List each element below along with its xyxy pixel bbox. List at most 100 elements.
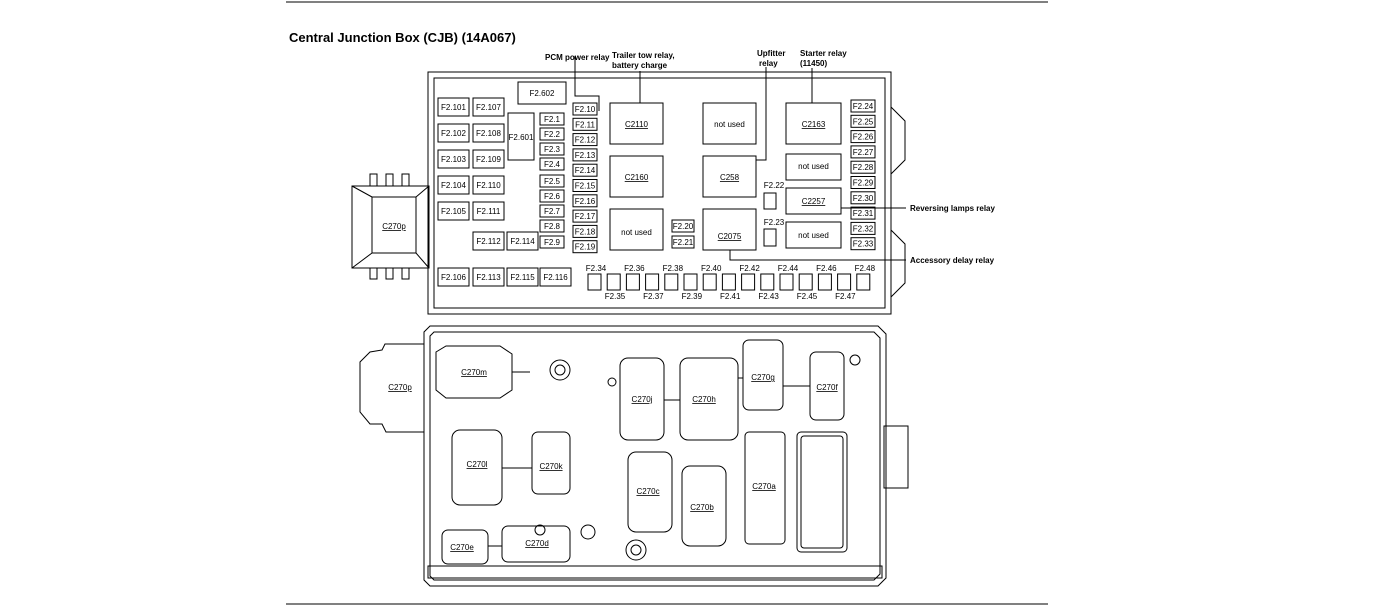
relay-not-used-2 — [702, 102, 757, 145]
fuse-bottom-6-box — [702, 273, 717, 291]
label-pcm-power-relay: PCM power relay — [545, 53, 610, 62]
fuse-small1-2-label: F2.3 — [544, 145, 561, 154]
connector-c270e — [441, 529, 489, 565]
fuse-small1-0-box — [539, 112, 565, 126]
fuse-small2-2-label: F2.12 — [575, 136, 596, 145]
label-c270p-bottom: C270p — [388, 383, 412, 392]
label-f2-109: F2.109 — [476, 155, 501, 164]
fuse-small2-4-label: F2.14 — [575, 166, 596, 175]
fuse-f2-107 — [472, 97, 505, 117]
label-c2075: C2075 — [718, 232, 742, 241]
fuse-bottom-5-box — [683, 273, 698, 291]
fuse-bottom-10-box — [779, 273, 794, 291]
fuse-small2-7-box — [572, 209, 598, 223]
label-c270j: C270j — [632, 395, 653, 404]
right-fuse-column: F2.24F2.25F2.26F2.27F2.28F2.29F2.30F2.31… — [850, 99, 876, 251]
fuse-bottom-12-box — [817, 273, 832, 291]
label-f2-105: F2.105 — [441, 207, 466, 216]
label-f2-101: F2.101 — [441, 103, 466, 112]
fuse-bottom-9-box — [760, 273, 775, 291]
fuse-small1-4-label: F2.5 — [544, 177, 561, 186]
label-f2-601: F2.601 — [509, 133, 534, 142]
fuse-f2-102 — [437, 123, 470, 143]
fuse-small2-4-box — [572, 163, 598, 177]
fuse-small2-3-label: F2.13 — [575, 151, 596, 160]
label-not-used-1: not used — [621, 228, 652, 237]
label-bottom-top-3: F2.40 — [701, 264, 722, 273]
label-bottom-bot-4: F2.43 — [758, 292, 779, 301]
label-f2-20: F2.20 — [673, 222, 694, 231]
fuse-right-1-label: F2.25 — [853, 117, 874, 126]
empty-slot — [796, 431, 848, 553]
leader-upfitter — [756, 67, 767, 161]
fuse-small2-1-box — [572, 117, 598, 131]
panel-outer — [427, 71, 892, 315]
label-f2-111: F2.111 — [477, 207, 501, 216]
fuse-small2-2-box — [572, 133, 598, 147]
relay-c2075 — [702, 208, 757, 251]
top-labels: PCM power relay Trailer tow relay, batte… — [382, 49, 995, 282]
small-hole-4 — [580, 524, 596, 540]
label-c270f: C270f — [816, 383, 838, 392]
fuse-f2-23 — [763, 228, 777, 247]
fuse-small1-5-box — [539, 189, 565, 203]
relay-not-used-3 — [785, 153, 842, 181]
fuse-small1-6-label: F2.7 — [544, 207, 561, 216]
label-f2-112: F2.112 — [476, 237, 501, 246]
label-upfitter-1: Upfitter — [757, 49, 785, 58]
fuse-bottom-8-box — [741, 273, 756, 291]
fuse-right-4-box — [850, 160, 876, 174]
label-c270p-top: C270p — [382, 222, 406, 231]
page-title: Central Junction Box (CJB) (14A067) — [289, 30, 516, 45]
fuse-small1-8-label: F2.9 — [544, 238, 561, 247]
fuse-f2-110 — [472, 175, 505, 195]
fuse-f2-21 — [671, 235, 695, 249]
fuse-small1-4-box — [539, 174, 565, 188]
label-c270e: C270e — [450, 543, 474, 552]
fuse-small2-7-label: F2.17 — [575, 212, 596, 221]
fuse-small1-2-box — [539, 142, 565, 156]
relay-c2257 — [785, 187, 842, 215]
top-fuse-panel — [351, 56, 906, 315]
right-tab-lower — [890, 229, 906, 298]
label-f2-110: F2.110 — [476, 181, 501, 190]
right-tab — [883, 425, 909, 489]
fuse-f2-116 — [539, 267, 572, 287]
fuse-small2-8-box — [572, 224, 598, 238]
label-c270a: C270a — [752, 482, 776, 491]
fuse-f2-115 — [506, 267, 539, 287]
label-bottom-bot-5: F2.45 — [797, 292, 818, 301]
leader-pcm — [574, 56, 600, 111]
fuse-right-9-label: F2.33 — [853, 240, 874, 249]
fuse-small1-1-box — [539, 127, 565, 141]
fuse-f2-108 — [472, 123, 505, 143]
small-hole-3 — [534, 524, 546, 536]
fuse-small2-5-box — [572, 179, 598, 192]
bottom-labels: C270p C270m C270j C270h C270g C270f C270… — [388, 368, 838, 552]
fuse-right-2-label: F2.26 — [853, 133, 874, 142]
label-c2160: C2160 — [625, 173, 649, 182]
label-f2-107: F2.107 — [476, 103, 501, 112]
housing-inner — [429, 331, 881, 581]
fuse-small1-6-box — [539, 204, 565, 218]
label-bottom-top-4: F2.42 — [739, 264, 760, 273]
fuse-right-3-label: F2.27 — [853, 148, 874, 157]
label-starter-2: (11450) — [800, 59, 827, 68]
panel-inner — [433, 77, 886, 309]
label-c2110: C2110 — [625, 120, 649, 129]
fuse-small2-9-label: F2.19 — [575, 243, 596, 252]
relay-c258 — [702, 155, 757, 198]
label-bottom-top-1: F2.36 — [624, 264, 645, 273]
fuse-right-5-label: F2.29 — [853, 179, 874, 188]
fuse-f2-111 — [472, 201, 505, 221]
label-f2-22: F2.22 — [764, 181, 785, 190]
fuse-small1-1-label: F2.2 — [544, 130, 561, 139]
fuse-small2-3-box — [572, 148, 598, 162]
relay-c2163 — [785, 102, 842, 145]
fuse-f2-103 — [437, 149, 470, 169]
fuse-bottom-7-box — [721, 273, 736, 291]
label-f2-113: F2.113 — [476, 273, 501, 282]
fuse-f2-101 — [437, 97, 470, 117]
label-c270c: C270c — [636, 487, 659, 496]
fuse-small2-5-label: F2.15 — [575, 182, 596, 191]
